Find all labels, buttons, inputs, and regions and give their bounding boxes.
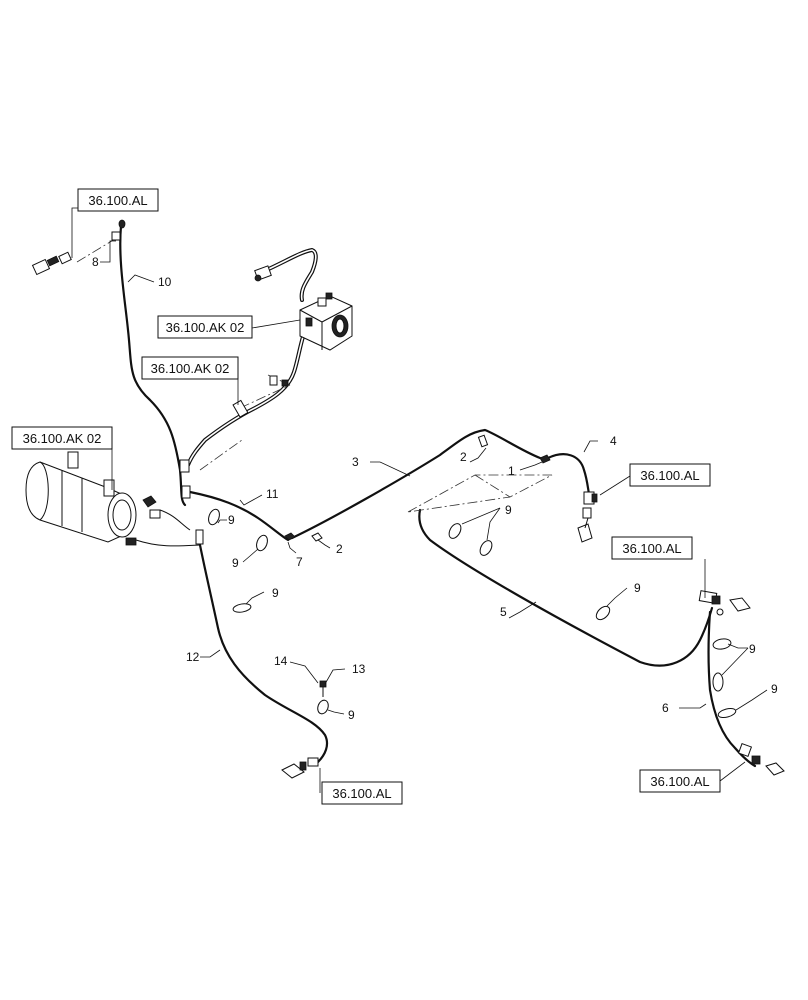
callout-7: 7 — [296, 555, 303, 569]
callout-3: 3 — [352, 455, 359, 469]
sensor-right-bottom — [737, 742, 785, 776]
callout-6: 6 — [662, 701, 669, 715]
callout-9-d: 9 — [505, 503, 512, 517]
ref-box-3[interactable]: 36.100.AK 02 — [141, 356, 239, 380]
callout-9-e: 9 — [634, 581, 641, 595]
svg-text:36.100.AL: 36.100.AL — [622, 541, 681, 556]
phantom-frame — [407, 474, 553, 513]
sensor-right-mid — [698, 590, 751, 616]
callout-11: 11 — [266, 487, 279, 501]
svg-text:36.100.AK 02: 36.100.AK 02 — [166, 320, 245, 335]
callout-5: 5 — [500, 605, 507, 619]
tank-fittings — [125, 459, 204, 547]
supply-line-lower — [186, 328, 307, 467]
ref-box-7[interactable]: 36.100.AL — [639, 769, 721, 793]
svg-text:36.100.AK 02: 36.100.AK 02 — [151, 361, 230, 376]
svg-text:36.100.AL: 36.100.AL — [650, 774, 709, 789]
callout-14: 14 — [274, 654, 288, 668]
callout-2-upper: 2 — [460, 450, 467, 464]
ref-box-2[interactable]: 36.100.AK 02 — [157, 315, 253, 339]
hose-6 — [707, 610, 757, 768]
valve-assembly — [299, 292, 353, 351]
ref-box-4[interactable]: 36.100.AK 02 — [11, 426, 113, 450]
ref-box-1[interactable]: 36.100.AL — [77, 188, 159, 212]
hose-3 — [290, 428, 542, 540]
supply-fittings — [232, 375, 289, 418]
clamps-9 — [208, 508, 737, 719]
fitting-top-left — [31, 219, 126, 276]
callout-9-c: 9 — [272, 586, 279, 600]
fitting-7 — [284, 532, 296, 541]
callout-9-a: 9 — [228, 513, 235, 527]
fitting-2-lower — [311, 532, 323, 542]
hose-10 — [119, 224, 187, 507]
callout-2-lower: 2 — [336, 542, 343, 556]
svg-text:36.100.AK 02: 36.100.AK 02 — [23, 431, 102, 446]
svg-text:36.100.AL: 36.100.AL — [640, 468, 699, 483]
callout-9-g: 9 — [749, 642, 756, 656]
callout-13: 13 — [352, 662, 366, 676]
ref-box-6[interactable]: 36.100.AL — [611, 536, 693, 560]
callout-9-b: 9 — [232, 556, 239, 570]
svg-text:36.100.AL: 36.100.AL — [332, 786, 391, 801]
fitting-14 — [319, 680, 327, 697]
sensor-bottom — [281, 757, 319, 779]
callout-10: 10 — [158, 275, 172, 289]
hose-5 — [418, 508, 714, 667]
ref-box-8[interactable]: 36.100.AL — [321, 781, 403, 805]
ref-box-5[interactable]: 36.100.AL — [629, 463, 711, 487]
connector-upper — [254, 265, 272, 282]
sensor-right-top — [577, 491, 598, 543]
callout-1: 1 — [508, 464, 515, 478]
air-tank — [25, 451, 137, 543]
svg-text:36.100.AL: 36.100.AL — [88, 193, 147, 208]
hose-12 — [198, 543, 329, 764]
fitting-1 — [539, 454, 551, 464]
hose-4 — [546, 453, 592, 500]
callout-9-f: 9 — [348, 708, 355, 722]
callout-4: 4 — [610, 434, 617, 448]
callout-8: 8 — [92, 255, 99, 269]
hose-11 — [188, 490, 290, 542]
fitting-2-upper — [477, 434, 489, 448]
callout-12: 12 — [186, 650, 200, 664]
callout-9-h: 9 — [771, 682, 778, 696]
